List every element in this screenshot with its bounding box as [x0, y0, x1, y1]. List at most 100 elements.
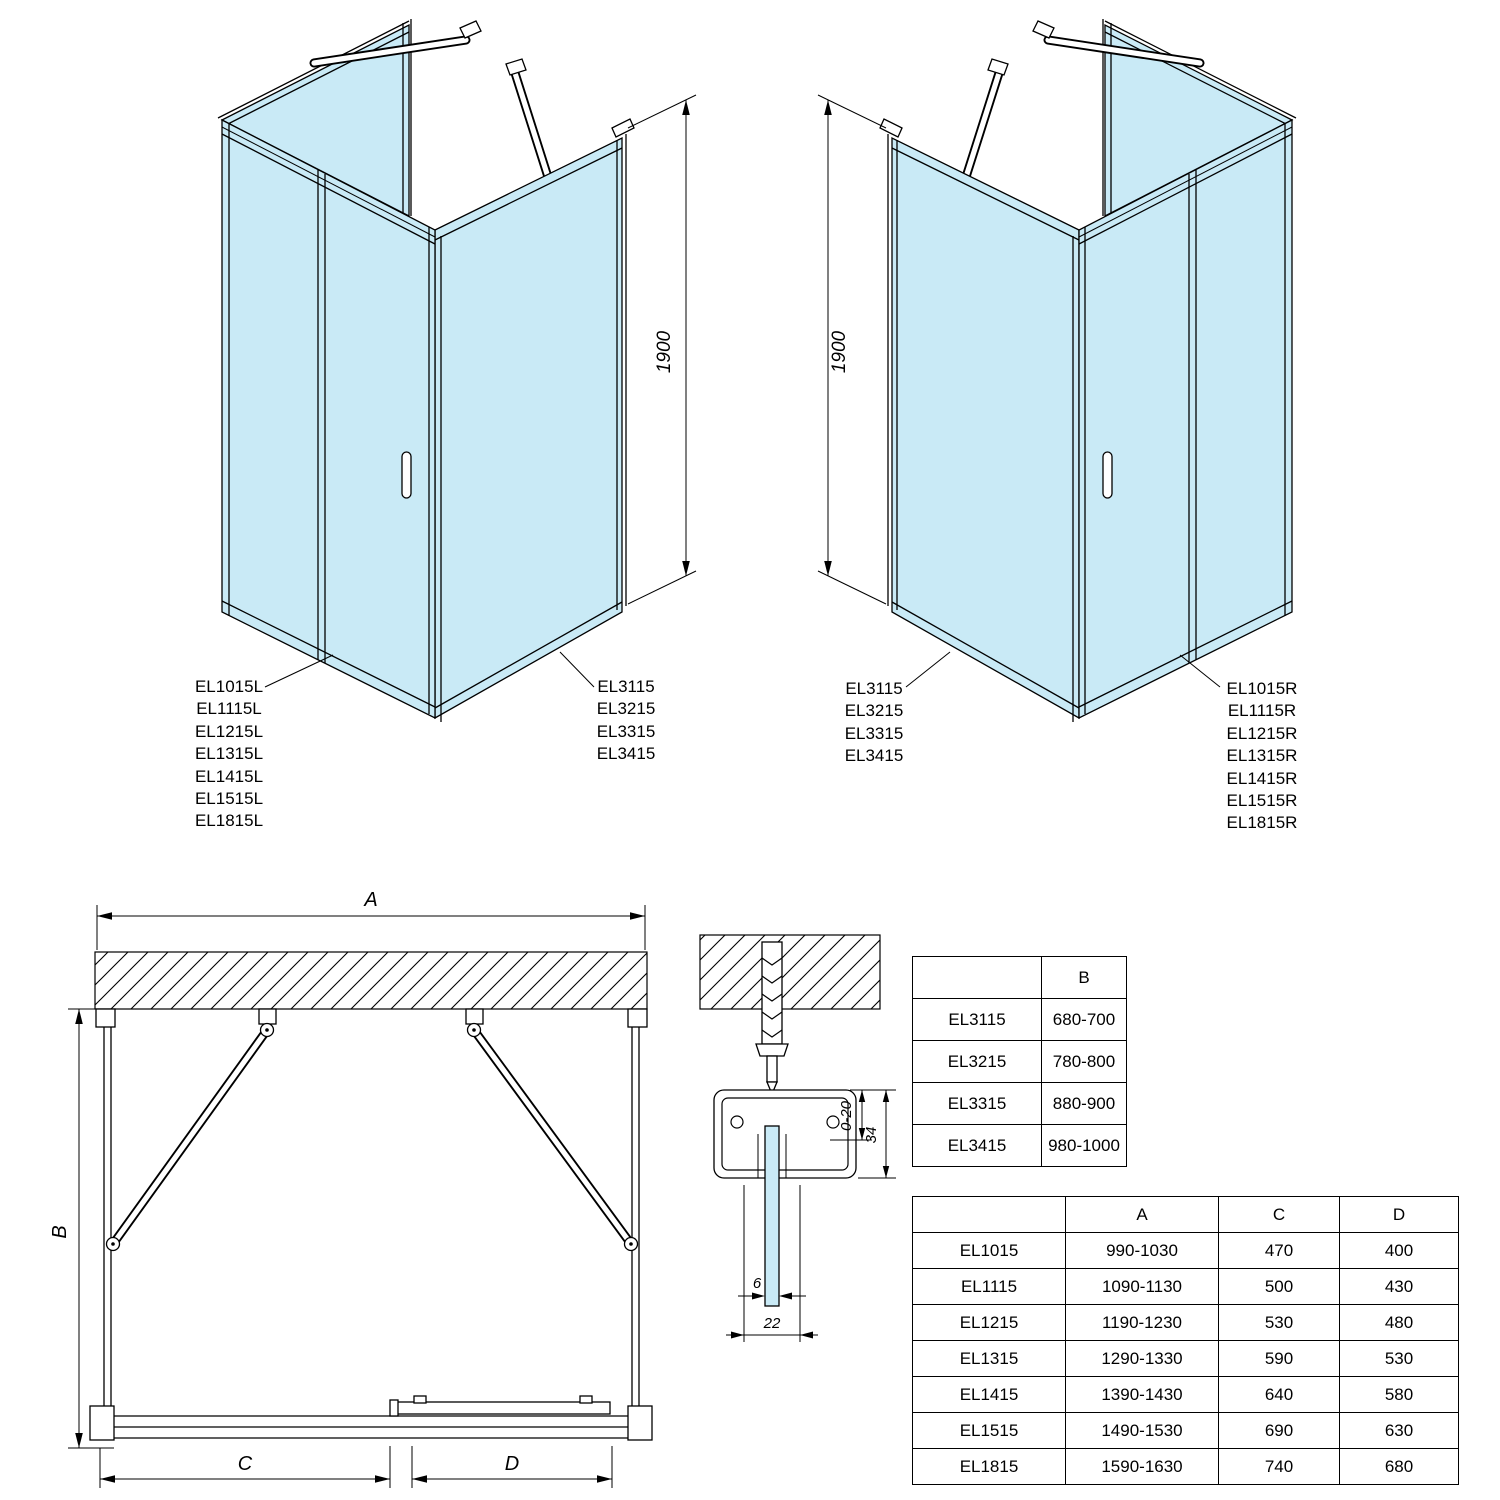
dim-adjust-label: 0-20: [838, 1100, 855, 1131]
table-cell: EL1415: [912, 1376, 1066, 1413]
table-header-cell: C: [1218, 1196, 1340, 1233]
table-header-cell: D: [1339, 1196, 1459, 1233]
left-view-panel-models: EL3115 EL3215 EL3315 EL3415: [592, 676, 660, 766]
table-row: EL1515 1490-1530 690 630: [912, 1412, 1459, 1449]
table-row: EL3315 880-900: [912, 1082, 1127, 1125]
table-cell: EL1115: [912, 1268, 1066, 1305]
dim-height-right: 1900: [829, 330, 850, 373]
table-cell: EL1215: [912, 1304, 1066, 1341]
model-label: EL3415: [844, 746, 904, 766]
model-label: EL1215L: [194, 721, 264, 741]
table-cell: 430: [1339, 1268, 1459, 1305]
model-label: EL3215: [596, 699, 656, 719]
table-cell: EL3315: [912, 1082, 1042, 1125]
leader-line: [1179, 654, 1221, 688]
table-door-acd: A C D EL1015 990-1030 470 400 EL1115 109…: [912, 1196, 1459, 1485]
table-row: EL1215 1190-1230 530 480: [912, 1304, 1459, 1341]
plan-view: [68, 905, 653, 1488]
dim-profile-width-label: 22: [763, 1315, 781, 1332]
table-cell: 1390-1430: [1065, 1376, 1219, 1413]
table-cell: 880-900: [1041, 1082, 1127, 1125]
table-cell: 1490-1530: [1065, 1412, 1219, 1449]
right-view-door-models: EL1015R EL1115R EL1215R EL1315R EL1415R …: [1222, 678, 1302, 835]
table-cell: 680-700: [1041, 998, 1127, 1041]
table-cell: 480: [1339, 1304, 1459, 1341]
table-cell: 1290-1330: [1065, 1340, 1219, 1377]
dim-a-label: A: [363, 889, 377, 911]
model-label: EL1315L: [194, 744, 264, 764]
model-label: EL1815L: [194, 811, 264, 831]
table-cell: EL3115: [912, 998, 1042, 1041]
table-cell: EL1815: [912, 1448, 1066, 1485]
table-row: EL1115 1090-1130 500 430: [912, 1268, 1459, 1305]
model-label: EL1515L: [194, 789, 264, 809]
table-cell: 1090-1130: [1065, 1268, 1219, 1305]
leader-line: [905, 651, 951, 688]
table-row: EL3215 780-800: [912, 1040, 1127, 1083]
table-cell: 580: [1339, 1376, 1459, 1413]
table-row: EL1315 1290-1330 590 530: [912, 1340, 1459, 1377]
iso-view-right-variant: [818, 19, 1296, 722]
table-row: A C D: [912, 1196, 1459, 1233]
table-header-cell: [912, 1196, 1066, 1233]
table-cell: 740: [1218, 1448, 1340, 1485]
table-cell: 990-1030: [1065, 1232, 1219, 1269]
table-cell: 400: [1339, 1232, 1459, 1269]
table-side-panel-b: B EL3115 680-700 EL3215 780-800 EL3315 8…: [912, 956, 1127, 1167]
table-cell: EL1315: [912, 1340, 1066, 1377]
dim-profile-height-label: 34: [863, 1127, 880, 1144]
dim-glass-thickness-label: 6: [753, 1275, 762, 1292]
table-cell: 530: [1339, 1340, 1459, 1377]
table-cell: EL1015: [912, 1232, 1066, 1269]
model-label: EL1315R: [1226, 746, 1298, 766]
leader-line: [264, 654, 334, 688]
model-label: EL3315: [844, 723, 904, 743]
table-cell: 530: [1218, 1304, 1340, 1341]
detail-view: [699, 934, 896, 1342]
table-cell: 1590-1630: [1065, 1448, 1219, 1485]
dim-b-label: B: [49, 1225, 71, 1238]
model-label: EL3215: [844, 701, 904, 721]
table-header-cell: [912, 956, 1042, 999]
model-label: EL1115L: [196, 699, 262, 719]
dim-d-label: D: [505, 1453, 519, 1475]
right-view-panel-models: EL3115 EL3215 EL3315 EL3415: [840, 678, 908, 768]
table-row: EL1815 1590-1630 740 680: [912, 1448, 1459, 1485]
table-header-cell: B: [1041, 956, 1127, 999]
model-label: EL1015R: [1226, 679, 1298, 698]
table-row: EL3115 680-700: [912, 998, 1127, 1041]
table-row: EL3415 980-1000: [912, 1124, 1127, 1167]
model-label: EL1415R: [1226, 768, 1298, 788]
table-cell: 980-1000: [1041, 1124, 1127, 1167]
table-cell: 590: [1218, 1340, 1340, 1377]
table-cell: 780-800: [1041, 1040, 1127, 1083]
model-label: EL1815R: [1226, 813, 1298, 833]
dim-c-label: C: [238, 1453, 253, 1475]
table-cell: 690: [1218, 1412, 1340, 1449]
table-row: B: [912, 956, 1127, 999]
iso-view-left-variant: [218, 19, 696, 722]
table-cell: EL3215: [912, 1040, 1042, 1083]
table-cell: 630: [1339, 1412, 1459, 1449]
table-cell: 500: [1218, 1268, 1340, 1305]
model-label: EL3415: [596, 744, 656, 764]
table-header-cell: A: [1065, 1196, 1219, 1233]
table-cell: 640: [1218, 1376, 1340, 1413]
table-cell: 470: [1218, 1232, 1340, 1269]
model-label: EL1215R: [1226, 723, 1298, 743]
model-label: EL3315: [596, 721, 656, 741]
model-label: EL1515R: [1226, 791, 1298, 811]
table-cell: EL3415: [912, 1124, 1042, 1167]
table-cell: 1190-1230: [1065, 1304, 1219, 1341]
model-label: EL1015L: [194, 677, 264, 696]
left-view-door-models: EL1015L EL1115L EL1215L EL1315L EL1415L …: [190, 676, 268, 833]
table-cell: 680: [1339, 1448, 1459, 1485]
table-row: EL1415 1390-1430 640 580: [912, 1376, 1459, 1413]
table-cell: EL1515: [912, 1412, 1066, 1449]
model-label: EL3115: [845, 679, 903, 698]
leader-line: [559, 651, 595, 688]
model-label: EL1115R: [1227, 701, 1297, 721]
dim-height-left: 1900: [654, 330, 675, 373]
